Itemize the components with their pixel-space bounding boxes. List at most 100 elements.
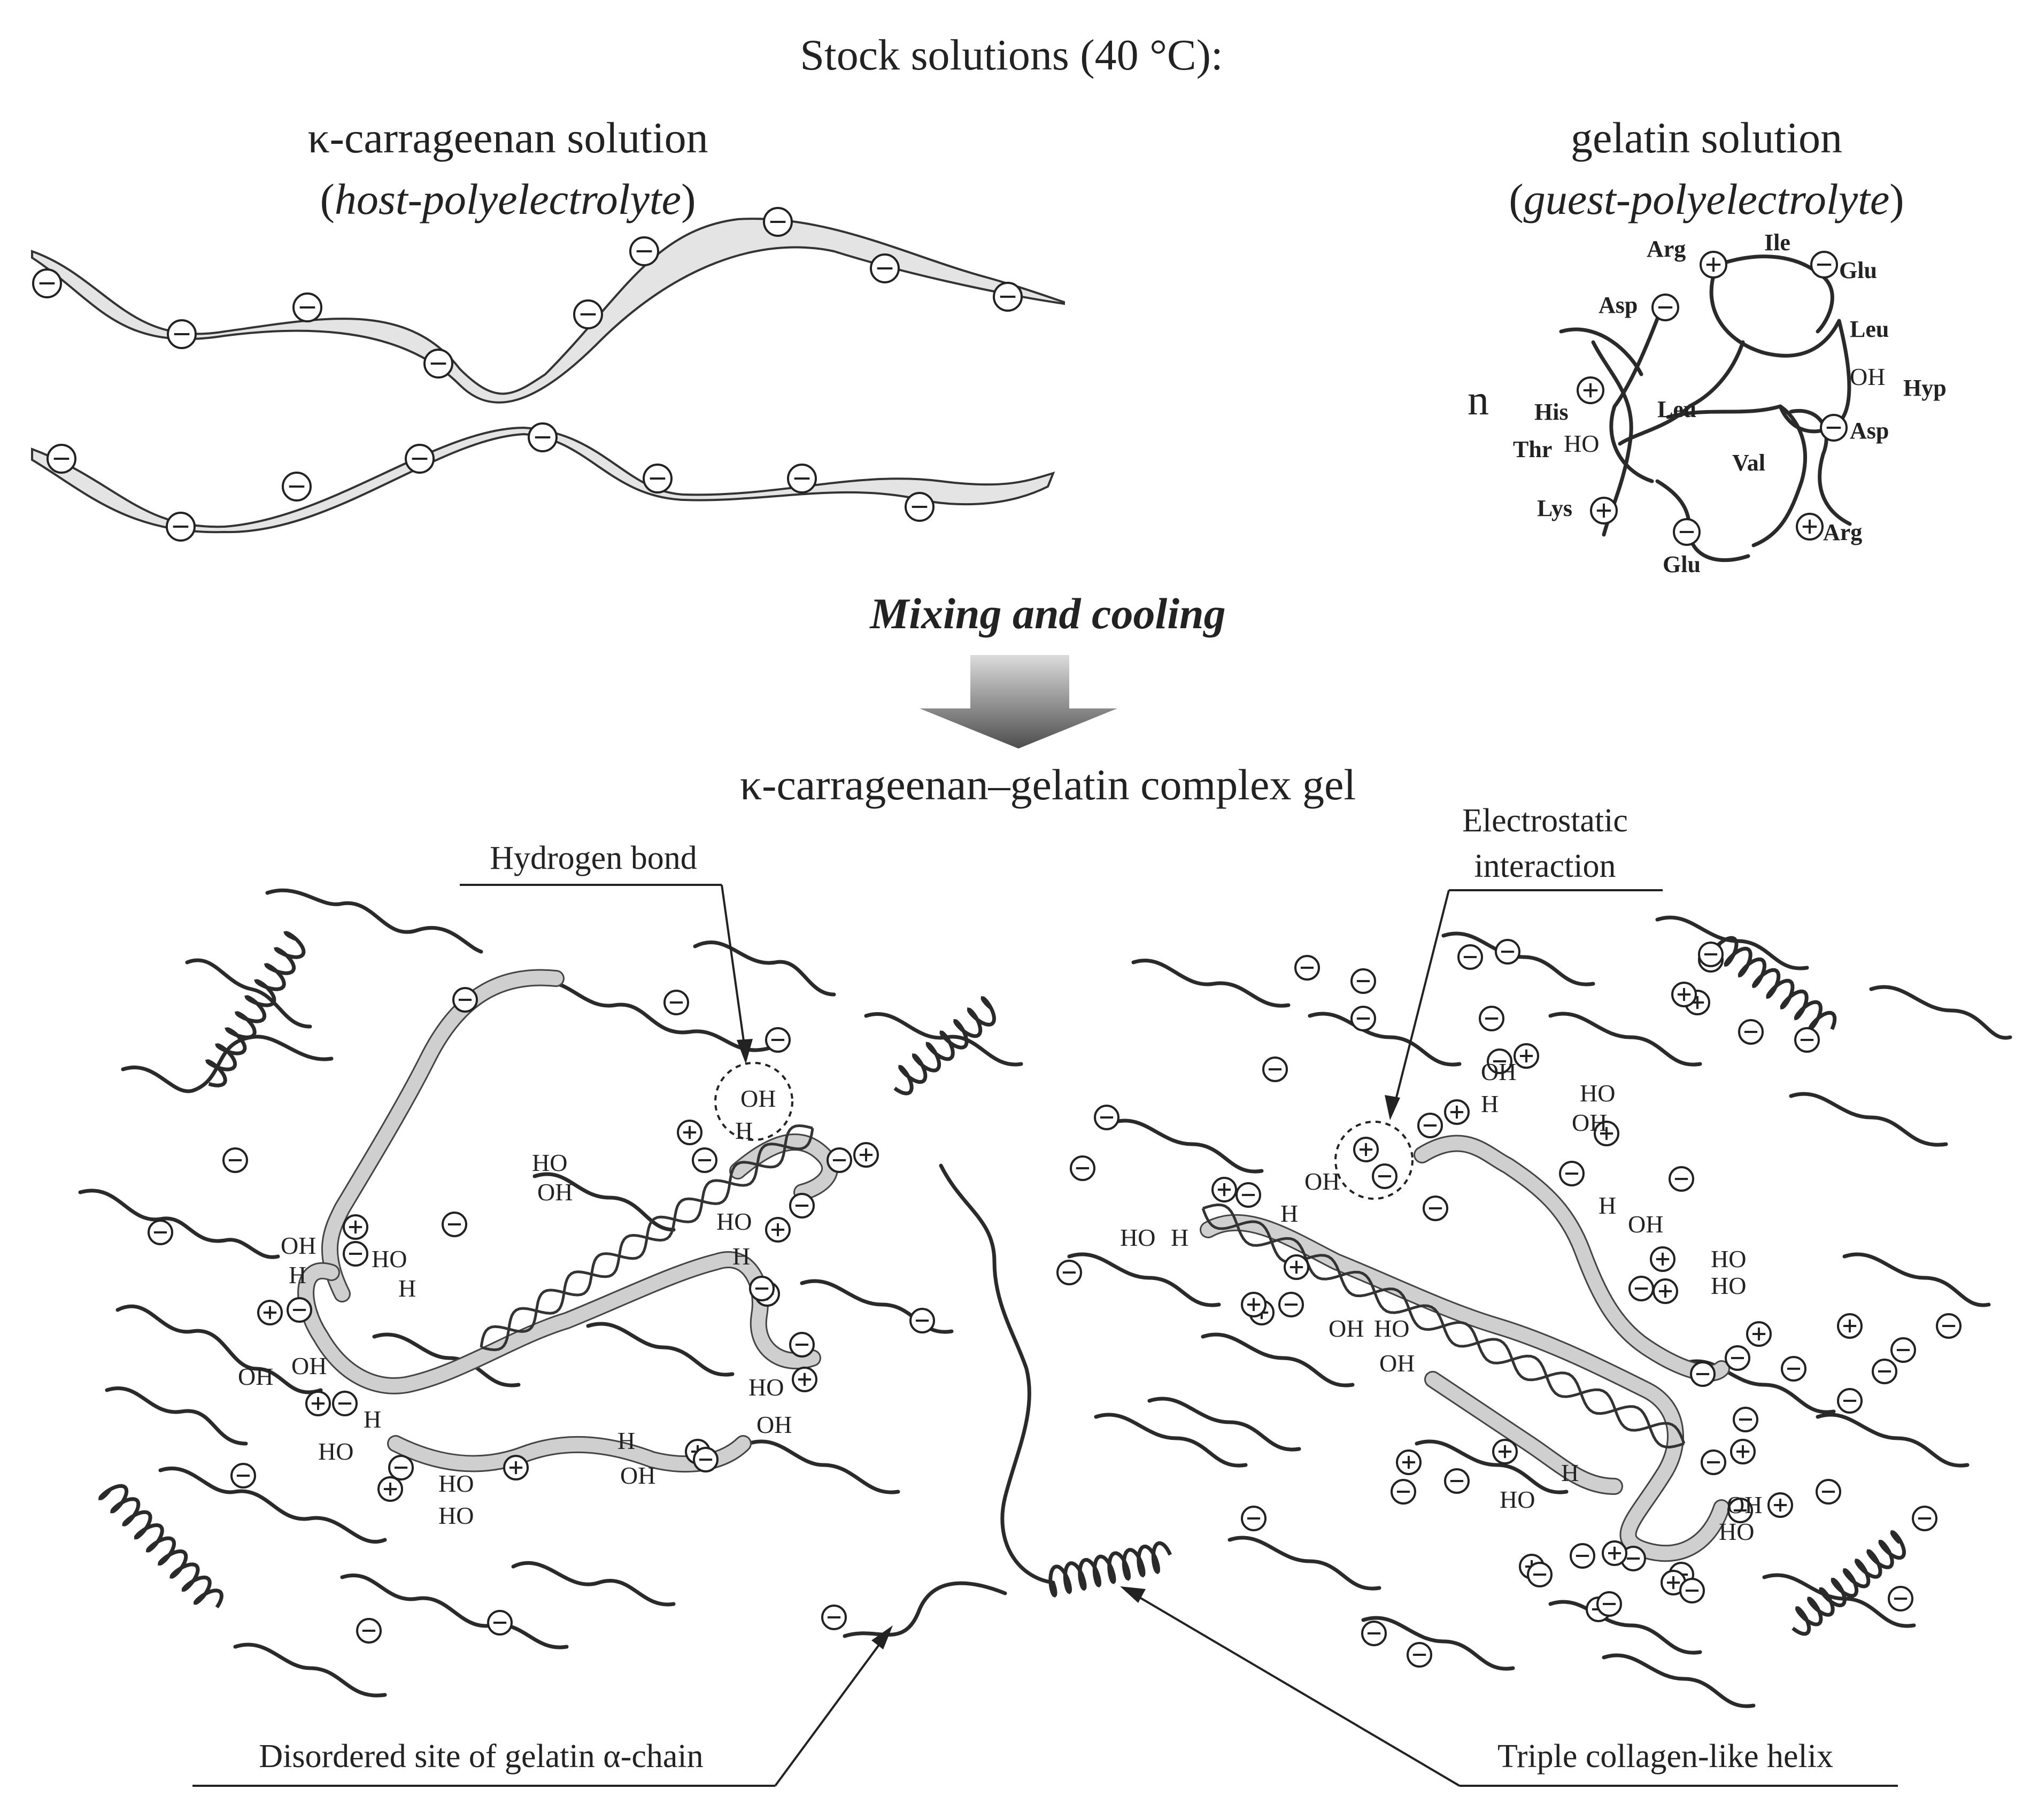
group-oh-label: OH bbox=[1379, 1349, 1415, 1377]
callout-disordered: Disordered site of gelatin α-chain bbox=[192, 1625, 893, 1786]
group-oh-label: OH bbox=[1628, 1210, 1663, 1238]
group-ho-label: HO bbox=[1711, 1245, 1746, 1273]
group-ho-label: HO bbox=[438, 1470, 474, 1497]
negative-charge-icon bbox=[1373, 1165, 1396, 1188]
group-oh-label: OH bbox=[740, 1085, 776, 1112]
group-oh-label: OH bbox=[238, 1363, 273, 1390]
residue-lys: Lys bbox=[1537, 495, 1572, 521]
negative-charge-icon bbox=[1699, 943, 1723, 966]
callout-electrostatic: Electrostatic interaction bbox=[1385, 803, 1663, 1120]
group-oh-label: OH bbox=[1727, 1491, 1762, 1518]
disordered-label: Disordered site of gelatin α-chain bbox=[259, 1738, 703, 1775]
negative-charge-icon bbox=[1560, 1162, 1584, 1185]
group-ho-label: HO bbox=[716, 1208, 752, 1235]
group-oh-label: OH bbox=[1481, 1058, 1516, 1085]
electrostatic-label-2: interaction bbox=[1474, 848, 1616, 884]
negative-charge-icon bbox=[1279, 1293, 1303, 1316]
negative-charge-icon bbox=[1295, 956, 1319, 980]
negative-charge-icon bbox=[788, 465, 816, 492]
group-oh-label: OH bbox=[1572, 1109, 1607, 1136]
group-ho-label: HO bbox=[1711, 1272, 1746, 1299]
positive-charge-icon bbox=[1397, 1451, 1420, 1474]
negative-charge-icon bbox=[231, 1464, 255, 1487]
negative-charge-icon bbox=[1670, 1167, 1693, 1191]
negative-charge-icon bbox=[1891, 1338, 1915, 1362]
group-ho-label: HO bbox=[1719, 1518, 1754, 1545]
negative-charge-icon bbox=[665, 991, 688, 1014]
group-h-label: H bbox=[364, 1406, 381, 1433]
negative-charge-icon bbox=[1263, 1058, 1287, 1081]
group-h-label: H bbox=[1481, 1090, 1499, 1117]
collagen-helix-icon bbox=[207, 933, 304, 1085]
negative-charge-icon bbox=[1480, 1007, 1503, 1030]
negative-charge-icon bbox=[1352, 1007, 1375, 1030]
process-arrow bbox=[920, 655, 1117, 749]
group-h-label: H bbox=[1599, 1192, 1616, 1219]
negative-charge-icon bbox=[1445, 1469, 1469, 1493]
group-ho-label: HO bbox=[532, 1149, 567, 1176]
negative-charge-icon bbox=[764, 208, 792, 236]
group-ho-label: HO bbox=[1120, 1224, 1155, 1251]
negative-charge-icon bbox=[1597, 1592, 1621, 1616]
negative-charge-icon bbox=[529, 423, 557, 451]
negative-charge-icon bbox=[871, 255, 899, 282]
positive-charge-icon bbox=[1701, 252, 1726, 277]
host-role-text: host-polyelectrolyte bbox=[335, 175, 681, 223]
negative-charge-icon bbox=[1821, 415, 1847, 441]
positive-charge-icon bbox=[344, 1215, 367, 1239]
triple-helix-label: Triple collagen-like helix bbox=[1497, 1738, 1833, 1775]
group-h-label: H bbox=[1280, 1200, 1298, 1227]
residue-asp-2: Asp bbox=[1850, 418, 1889, 444]
negative-charge-icon bbox=[288, 1298, 311, 1322]
residue-leu-2: Leu bbox=[1657, 396, 1696, 422]
negative-charge-icon bbox=[1913, 1507, 1936, 1530]
negative-charge-icon bbox=[453, 988, 477, 1012]
positive-charge-icon bbox=[504, 1456, 528, 1479]
group-oh-label: OH bbox=[537, 1178, 573, 1206]
positive-charge-icon bbox=[1285, 1255, 1308, 1279]
group-ho-label: HO bbox=[1580, 1079, 1615, 1107]
negative-charge-icon bbox=[1889, 1587, 1912, 1610]
negative-charge-icon bbox=[1392, 1480, 1415, 1503]
residue-his: His bbox=[1534, 399, 1569, 425]
negative-charge-icon bbox=[1817, 1480, 1840, 1503]
positive-charge-icon bbox=[1672, 983, 1696, 1006]
group-h-label: H bbox=[1561, 1459, 1579, 1486]
positive-charge-icon bbox=[379, 1477, 402, 1501]
positive-charge-icon bbox=[793, 1368, 816, 1391]
negative-charge-icon bbox=[357, 1619, 381, 1642]
group-oh-1: OH bbox=[1850, 363, 1885, 390]
guest-role-label: (guest-polyelectrolyte) bbox=[1509, 175, 1904, 223]
negative-charge-icon bbox=[910, 1309, 934, 1332]
group-oh-label: OH bbox=[756, 1411, 792, 1438]
negative-charge-icon bbox=[283, 473, 311, 500]
group-oh-label: OH bbox=[1329, 1315, 1364, 1342]
positive-charge-icon bbox=[1354, 1138, 1378, 1161]
negative-charge-icon bbox=[333, 1392, 357, 1415]
negative-charge-icon bbox=[750, 1277, 774, 1300]
negative-charge-icon bbox=[694, 1448, 717, 1471]
negative-charge-icon bbox=[48, 445, 75, 473]
negative-charge-icon bbox=[1674, 519, 1700, 545]
group-oh-label: OH bbox=[281, 1232, 316, 1259]
negative-charge-icon bbox=[1937, 1314, 1960, 1338]
electrostatic-label-1: Electrostatic bbox=[1462, 803, 1628, 839]
positive-charge-icon bbox=[1797, 514, 1823, 539]
negative-charge-icon bbox=[1458, 945, 1482, 969]
positive-charge-icon bbox=[258, 1301, 282, 1324]
group-ho-1: HO bbox=[1564, 430, 1599, 457]
residue-thr: Thr bbox=[1513, 436, 1552, 462]
negative-charge-icon bbox=[1095, 1106, 1118, 1129]
group-ho-label: HO bbox=[372, 1245, 407, 1273]
negative-charge-icon bbox=[1408, 1643, 1431, 1667]
residue-glu-1: Glu bbox=[1839, 257, 1877, 283]
group-ho-label: HO bbox=[748, 1374, 784, 1401]
negative-charge-icon bbox=[1795, 1028, 1819, 1052]
positive-charge-icon bbox=[1747, 1322, 1771, 1346]
negative-charge-icon bbox=[644, 465, 671, 492]
negative-charge-icon bbox=[389, 1456, 413, 1479]
repeat-symbol-n: n bbox=[1468, 377, 1489, 424]
negative-charge-icon bbox=[1418, 1114, 1442, 1137]
residue-glu-2: Glu bbox=[1663, 551, 1701, 577]
negative-charge-icon bbox=[1630, 1277, 1653, 1300]
